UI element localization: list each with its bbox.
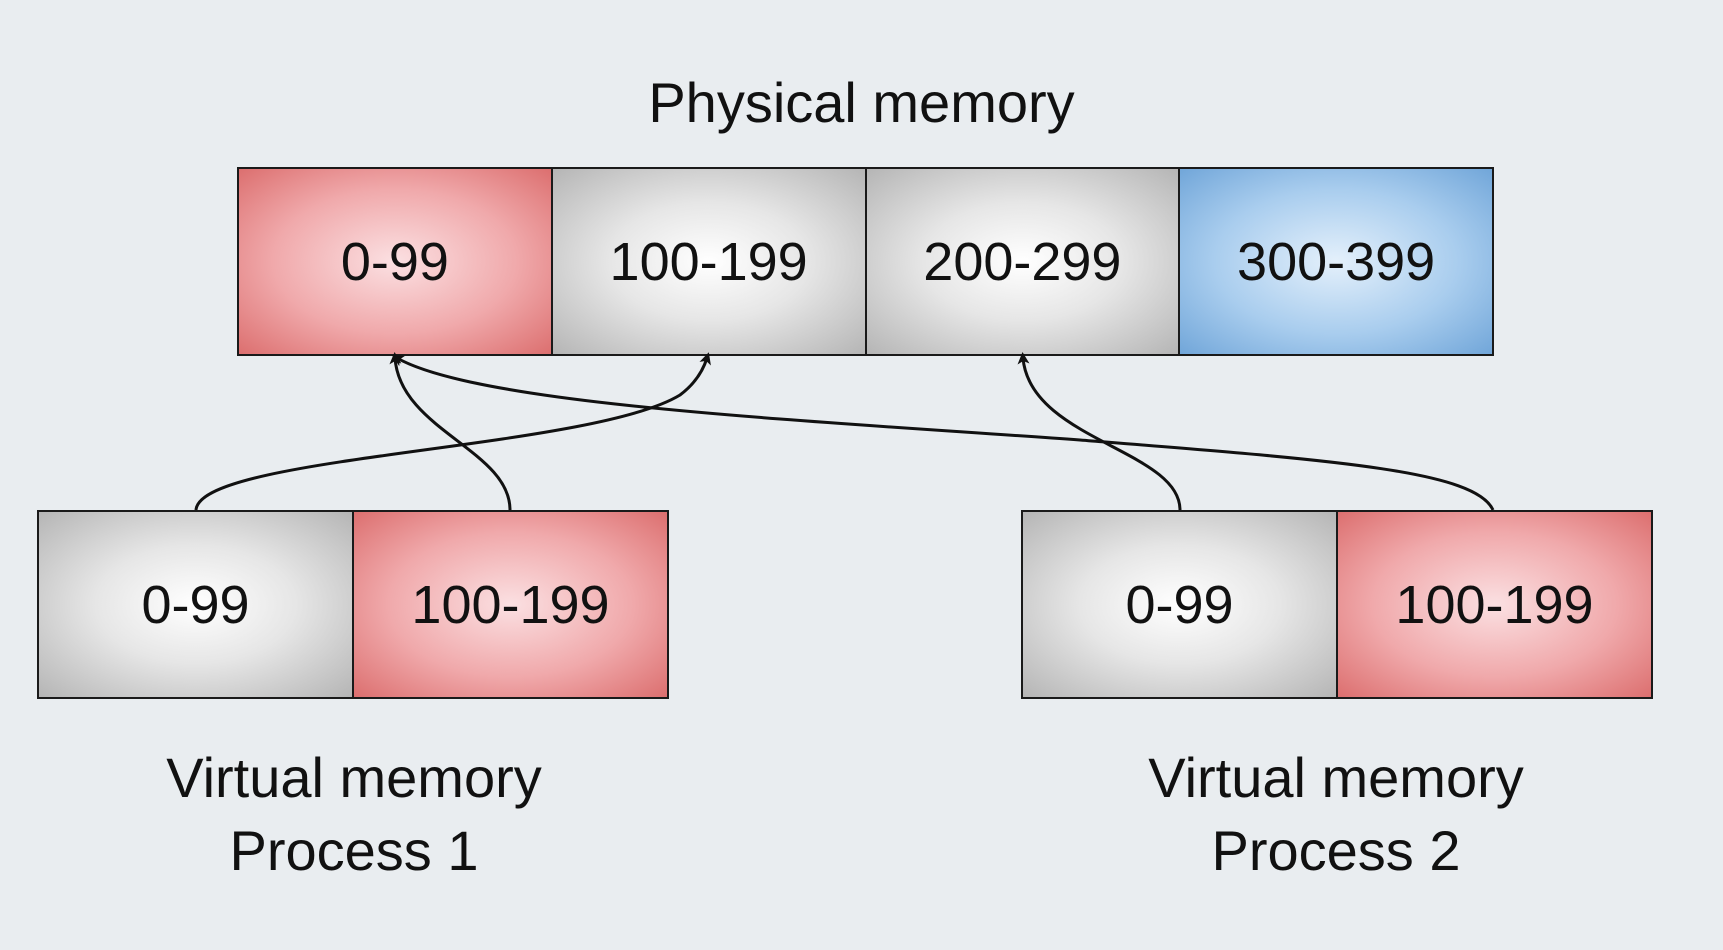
physical-memory-block: 0-99 100-199 200-299 300-399: [237, 167, 1494, 356]
physical-segment-0-99: 0-99: [239, 169, 553, 354]
physical-segment-300-399: 300-399: [1180, 169, 1492, 354]
arrow-p1-100-199-to-phys-0-99: [389, 352, 512, 511]
physical-memory-title: Physical memory: [648, 71, 1075, 134]
process1-segment-0-99: 0-99: [39, 512, 354, 697]
physical-segment-100-199: 100-199: [552, 169, 867, 354]
process1-title-line2: Process 1: [229, 818, 479, 882]
process2-segment-0-99: 0-99: [1023, 512, 1338, 697]
arrow-p2-0-99-to-phys-200-299: [1017, 352, 1182, 511]
process2-title-line2: Process 2: [1211, 818, 1461, 882]
process1-title-line1: Virtual memory: [166, 746, 542, 809]
process1-segment-100-199: 100-199: [354, 512, 667, 697]
process2-virtual-memory-block: 0-99 100-199: [1021, 510, 1653, 699]
physical-segment-200-299: 200-299: [866, 169, 1181, 354]
arrow-p2-100-199-to-phys-0-99: [391, 355, 1495, 511]
process2-title: Virtual memory Process 2: [1022, 742, 1650, 888]
process1-title: Virtual memory Process 1: [40, 742, 668, 888]
arrow-p1-0-99-to-phys-100-199: [194, 352, 711, 511]
process2-title-line1: Virtual memory: [1148, 746, 1524, 809]
process2-segment-100-199: 100-199: [1338, 512, 1651, 697]
process1-virtual-memory-block: 0-99 100-199: [37, 510, 669, 699]
